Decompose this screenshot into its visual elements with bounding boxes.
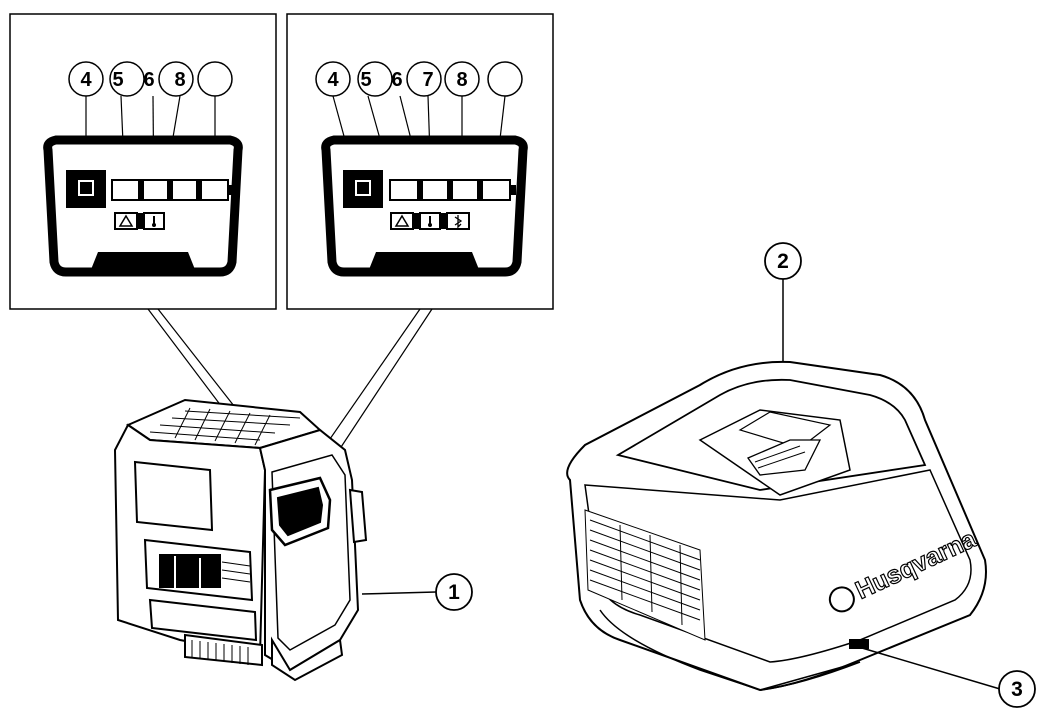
svg-text:1: 1 <box>448 581 460 604</box>
callout-charger-port: 3 <box>861 647 1036 708</box>
svg-text:7: 7 <box>422 69 433 91</box>
left-label-5: 5 <box>109 61 145 97</box>
svg-text:4: 4 <box>327 69 339 91</box>
right-label-7: 7 <box>406 61 442 97</box>
battery-pack <box>113 398 368 682</box>
left-label-6: 6 <box>143 69 154 91</box>
svg-text:3: 3 <box>1011 678 1023 701</box>
left-inset-panel: 4 5 6 8 <box>9 13 277 310</box>
right-inset-panel: 4 5 6 7 8 <box>286 13 554 310</box>
left-power-button <box>66 170 106 208</box>
svg-text:8: 8 <box>174 69 185 91</box>
right-label-6: 6 <box>391 69 402 91</box>
temperature-icon <box>419 212 441 230</box>
right-label-blank <box>487 61 523 97</box>
svg-text:6: 6 <box>391 69 402 91</box>
right-label-5: 5 <box>357 61 393 97</box>
svg-text:6: 6 <box>143 69 154 91</box>
svg-text:8: 8 <box>456 69 467 91</box>
svg-text:5: 5 <box>112 69 123 91</box>
warning-icon <box>114 212 138 230</box>
svg-text:4: 4 <box>80 69 92 91</box>
left-battery-level <box>111 179 234 201</box>
bluetooth-icon <box>446 212 470 230</box>
battery-charger <box>566 360 987 692</box>
right-label-4: 4 <box>315 61 351 97</box>
left-label-4: 4 <box>68 61 104 97</box>
callout-charger-top: 2 <box>764 242 802 362</box>
temperature-icon <box>143 212 165 230</box>
right-power-button <box>343 170 383 208</box>
left-label-blank <box>197 61 233 97</box>
warning-icon <box>390 212 414 230</box>
left-label-8: 8 <box>158 61 194 97</box>
svg-text:5: 5 <box>360 69 371 91</box>
right-label-8: 8 <box>444 61 480 97</box>
right-battery-level <box>389 179 516 201</box>
svg-text:2: 2 <box>777 250 789 273</box>
callout-battery: 1 <box>361 573 473 611</box>
